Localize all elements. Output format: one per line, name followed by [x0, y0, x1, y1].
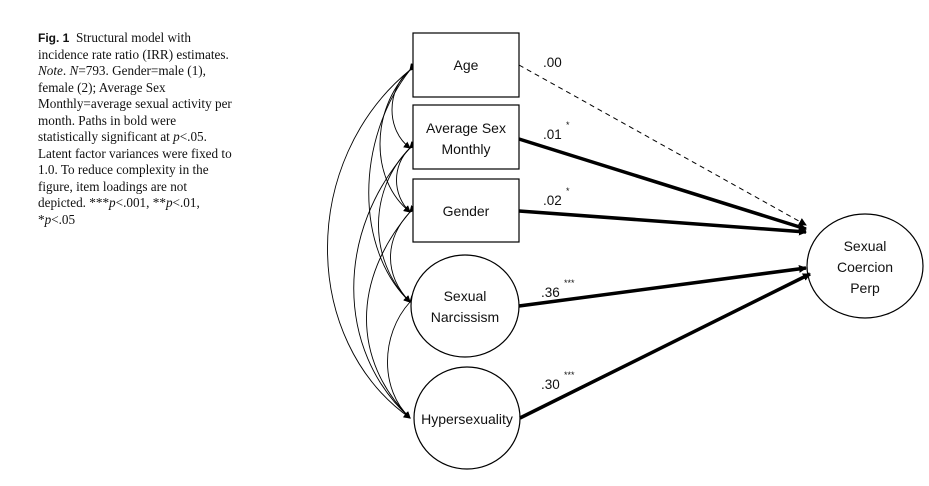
node-outcome-label-2: Coercion [837, 259, 893, 275]
covariance-curves [327, 63, 417, 419]
cov-age-hyper [327, 63, 417, 419]
cov-age-gender [379, 63, 417, 213]
caption-text-2: . [62, 63, 70, 78]
sig-hypersexuality: *** [564, 370, 575, 380]
coef-age: .00 [543, 55, 562, 70]
node-age-label: Age [454, 57, 479, 73]
caption-text-6: <.01, * [38, 195, 200, 227]
coef-narcissism: .36 [541, 285, 560, 300]
coef-hypersexuality: .30 [541, 377, 560, 392]
node-narc-label-1: Sexual [444, 288, 487, 304]
node-age: Age [412, 32, 520, 98]
cov-gender-hyper [366, 205, 417, 419]
path-gender [518, 209, 807, 236]
node-avg-sex-monthly: Average Sex Monthly [412, 104, 520, 170]
caption-text-5: <.001, ** [115, 195, 166, 210]
node-gender-label: Gender [443, 203, 490, 219]
cov-narc-hyper [387, 295, 417, 419]
node-gender: Gender [412, 178, 520, 243]
cov-gender-narc [390, 205, 417, 303]
path-hypersexuality [519, 272, 811, 420]
node-sexual-coercion-perp: Sexual Coercion Perp [806, 213, 924, 319]
path-narcissism [518, 264, 807, 308]
figure-label: Fig. 1 [38, 31, 70, 45]
caption-p-label: p [173, 129, 180, 144]
caption-p1: p [109, 195, 116, 210]
node-avg-sex-label-2: Monthly [441, 141, 490, 157]
node-hyper-label: Hypersexuality [421, 411, 513, 427]
cov-avgsex-gender [396, 141, 417, 213]
caption-text-4: <.05. Latent factor variances were fixed… [38, 129, 232, 210]
caption-p3: p [44, 211, 52, 227]
caption-text-3: =793. Gender=male (1), female (2); Avera… [38, 63, 232, 144]
node-outcome-label-1: Sexual [844, 238, 887, 254]
caption-text-7: <.05 [51, 211, 76, 227]
caption-note-label: Note [38, 63, 63, 78]
node-outcome-label-3: Perp [850, 280, 880, 296]
node-narc-label-2: Narcissism [431, 309, 499, 325]
figure-caption: Fig. 1 Structural model with incidence r… [38, 30, 238, 228]
sig-gender: * [566, 186, 570, 196]
coefficient-labels: .00 .01 * .02 * .36 *** .30 *** [541, 55, 575, 392]
regression-paths [518, 64, 811, 420]
cov-avgsex-hyper [353, 141, 417, 419]
sig-avg-sex: * [566, 120, 570, 130]
caption-p2: p [165, 195, 173, 210]
caption-n-label: N [69, 63, 79, 78]
node-avg-sex-label-1: Average Sex [426, 120, 506, 136]
path-avg-sex [518, 137, 807, 231]
coef-avg-sex: .01 [543, 127, 562, 142]
caption-text-1: Structural model with incidence rate rat… [38, 30, 229, 62]
coef-gender: .02 [543, 193, 562, 208]
node-sexual-narcissism: Sexual Narcissism [410, 254, 520, 358]
path-age [518, 64, 807, 226]
node-hypersexuality: Hypersexuality [413, 366, 521, 470]
cov-age-narc [368, 63, 417, 303]
sig-narcissism: *** [564, 278, 575, 288]
